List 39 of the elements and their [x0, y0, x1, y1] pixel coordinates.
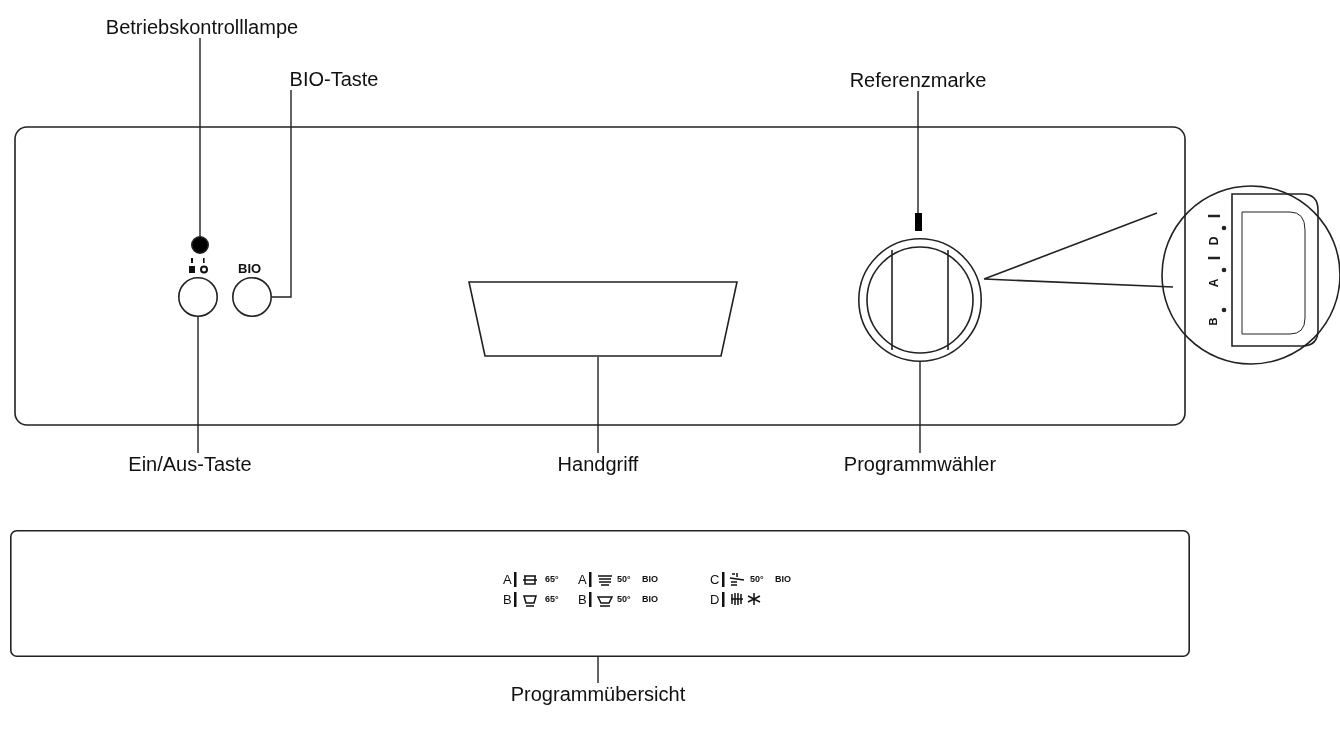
part-label: Programmübersicht: [510, 683, 686, 705]
leader-line: [597, 656, 599, 684]
bio-text: BIO: [642, 575, 658, 584]
part-label: Ein/Aus-Taste: [128, 453, 252, 475]
program-letter: A: [1208, 278, 1221, 288]
part-label: Betriebskontrolllampe: [105, 16, 299, 38]
program-letter: C: [710, 573, 720, 586]
indicator-lamp: [191, 236, 209, 254]
round-push-button: [232, 277, 272, 317]
part-label: Handgriff: [557, 453, 639, 475]
program-letter: D: [1208, 236, 1221, 246]
leader-line: [597, 356, 599, 454]
program-letter: A: [503, 573, 512, 586]
temperature-text: 65°: [545, 575, 559, 584]
program-selector-knob: [858, 238, 982, 362]
program-letter: A: [578, 573, 587, 586]
button-caption: BIO: [238, 262, 262, 275]
temperature-text: 50°: [750, 575, 764, 584]
program-overview-strip: [10, 530, 1190, 657]
program-letter: B: [1208, 317, 1220, 326]
round-push-button: [178, 277, 218, 317]
leader-line: [917, 90, 919, 214]
part-label: Referenzmarke: [849, 69, 987, 91]
bio-text: BIO: [775, 575, 791, 584]
part-label: Programmwähler: [843, 453, 997, 475]
part-label: BIO-Taste: [289, 68, 379, 90]
temperature-text: 50°: [617, 595, 631, 604]
temperature-text: 50°: [617, 575, 631, 584]
leader-line: [271, 89, 292, 298]
program-letter: D: [710, 593, 720, 606]
bio-text: BIO: [642, 595, 658, 604]
program-letter: B: [578, 593, 587, 606]
handle-recess: [465, 280, 741, 357]
leader-line: [919, 361, 921, 454]
leader-line: [197, 316, 199, 454]
program-letter: B: [503, 593, 512, 606]
temperature-text: 65°: [545, 595, 559, 604]
leader-line: [199, 37, 201, 237]
reference-mark: [915, 213, 922, 231]
